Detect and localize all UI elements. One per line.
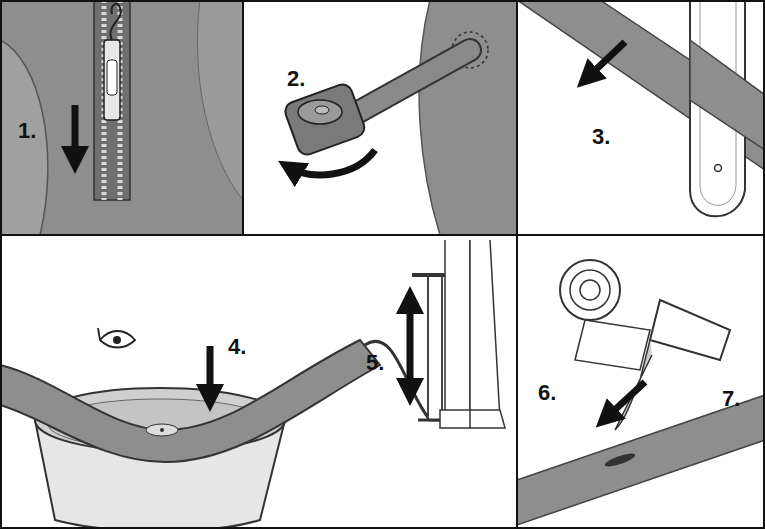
callout-number: 2. <box>287 68 305 90</box>
callout-number: 7. <box>722 388 740 410</box>
callout-number: 3. <box>592 126 610 148</box>
callout-number: 6. <box>538 382 556 404</box>
callout-number: 4. <box>228 336 246 358</box>
callout-number: 1. <box>18 120 36 142</box>
callout-number: 5. <box>366 352 384 374</box>
